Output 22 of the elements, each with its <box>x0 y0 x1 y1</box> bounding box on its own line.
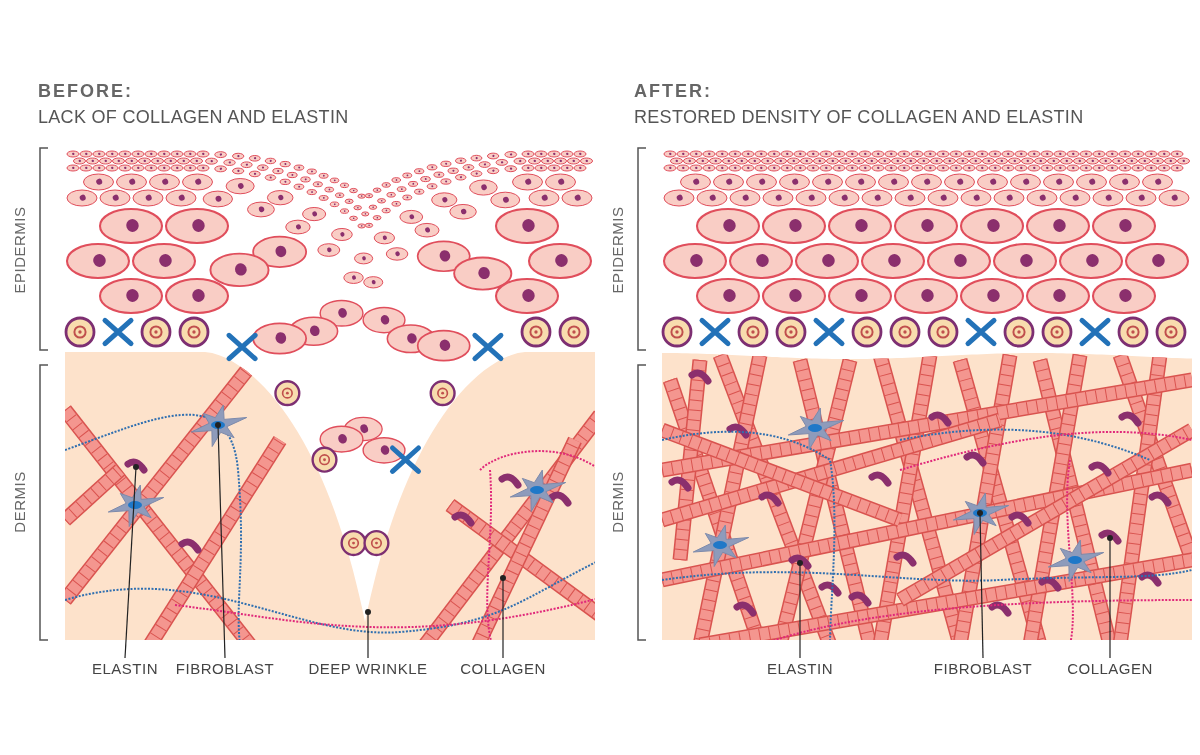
panel-subtitle: LACK OF COLLAGEN AND ELASTIN <box>38 106 349 128</box>
leader-line <box>215 422 226 659</box>
callout-label: COLLAGEN <box>460 660 546 678</box>
leader-line <box>124 464 139 659</box>
callout-label: COLLAGEN <box>1067 660 1153 678</box>
callout-label: ELASTIN <box>92 660 158 678</box>
callout-label: ELASTIN <box>767 660 833 678</box>
panel-heading: BEFORE: <box>38 80 133 102</box>
layer-label: EPIDERMIS <box>608 206 627 294</box>
callout-label: FIBROBLAST <box>175 660 275 678</box>
leader-line <box>1107 535 1113 659</box>
callout-label: DEEP WRINKLE <box>308 660 428 678</box>
leader-line <box>977 510 984 659</box>
callout-label: FIBROBLAST <box>933 660 1033 678</box>
panel-heading: AFTER: <box>634 80 712 102</box>
leader-line <box>500 575 506 659</box>
leader-line <box>797 560 803 659</box>
layer-label: EPIDERMIS <box>10 206 29 294</box>
leader-line <box>365 609 371 659</box>
panel-subtitle: RESTORED DENSITY OF COLLAGEN AND ELASTIN <box>634 106 1084 128</box>
layer-label: DERMIS <box>608 471 627 533</box>
layer-label: DERMIS <box>10 471 29 533</box>
